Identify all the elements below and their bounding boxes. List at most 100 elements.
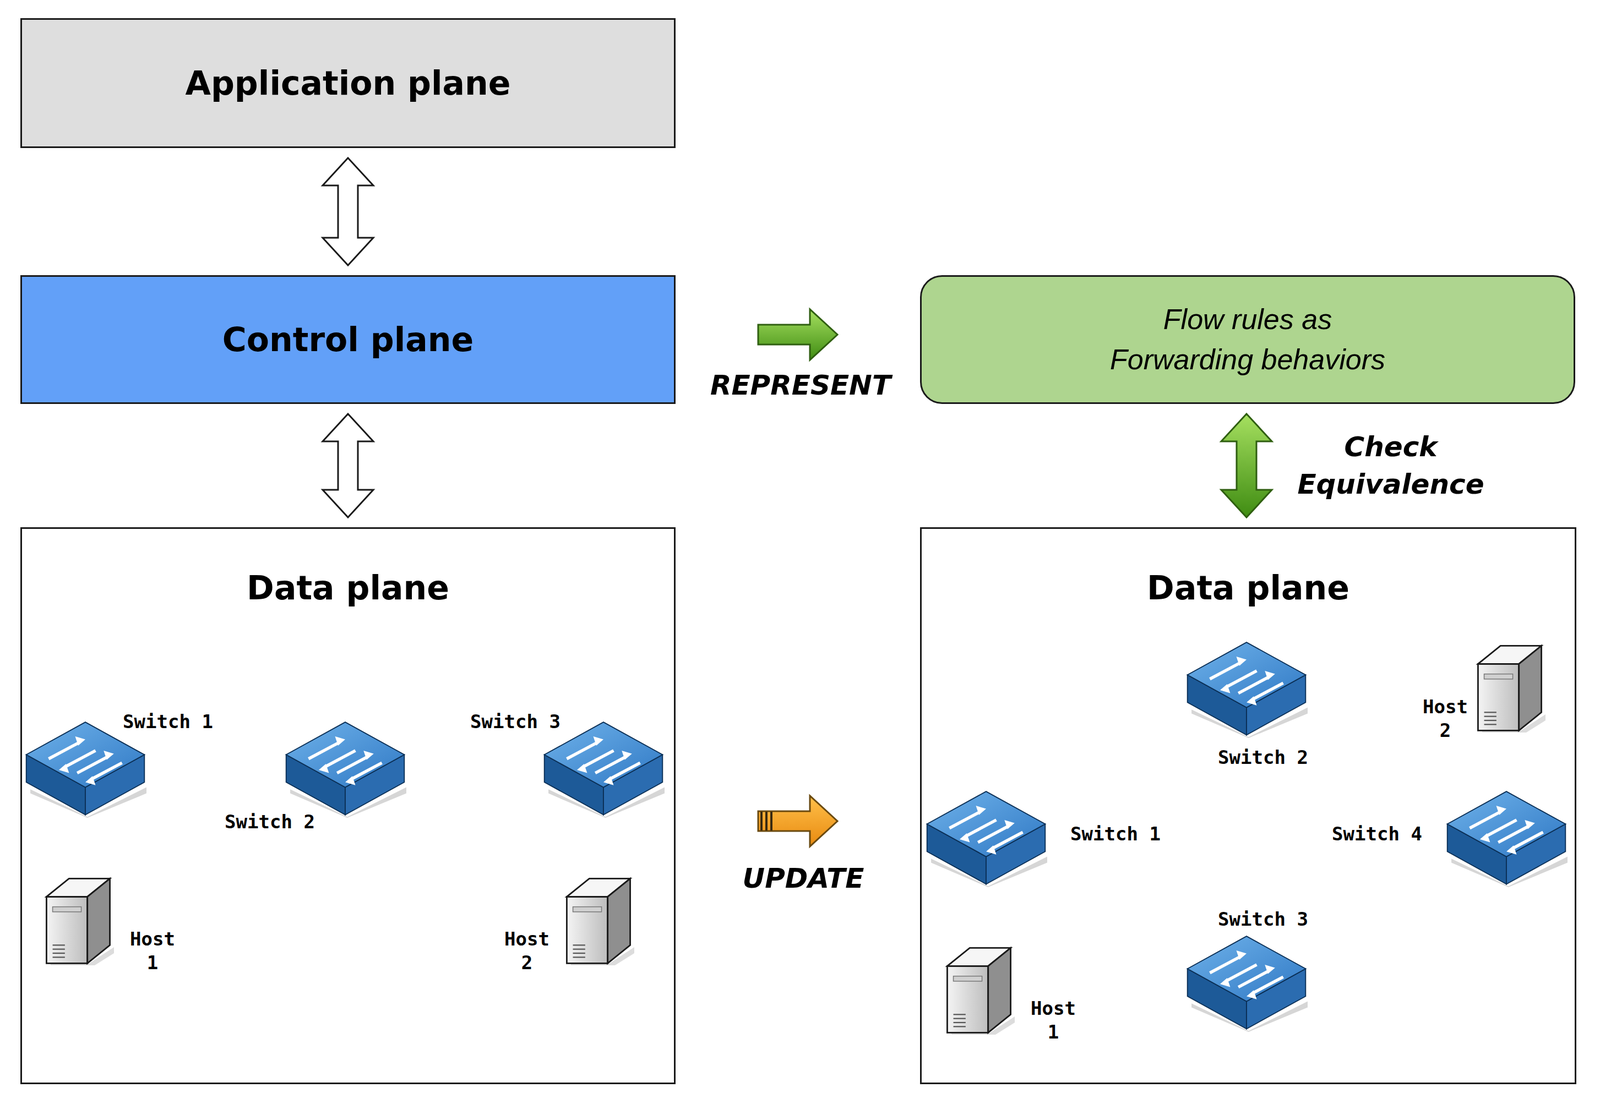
host-label: Host 1 — [127, 927, 178, 975]
host-node: Host 2 — [1473, 641, 1546, 733]
host-side — [607, 878, 631, 964]
switch-top-face — [1187, 642, 1306, 708]
switch-arrow-head — [1246, 696, 1257, 706]
switch-icon — [1185, 636, 1308, 739]
switch-arrow — [992, 832, 1023, 850]
switch-arrow — [1512, 832, 1544, 850]
switch-arrow — [1209, 662, 1241, 680]
switch-arrow-head — [1264, 670, 1276, 680]
block-arrow — [758, 309, 838, 361]
switch-arrow-head — [85, 776, 96, 786]
switch-node: Switch 4 — [1445, 785, 1568, 888]
host-slot — [953, 1026, 966, 1028]
host-icon — [562, 874, 635, 966]
switch-arrow-head — [1236, 950, 1248, 961]
switch-icon — [542, 716, 665, 819]
block-arrow-shape — [322, 158, 374, 266]
host-node: Host 2 — [562, 874, 635, 966]
host-slot — [1484, 715, 1497, 717]
switch-top-face — [1447, 791, 1566, 857]
block-arrow — [758, 796, 838, 847]
switch-arrow — [566, 742, 598, 760]
switch-arrow-head — [335, 736, 346, 747]
host-slot — [573, 944, 586, 946]
flow-rules-text: Flow rules as Forwarding behaviors — [1093, 299, 1402, 380]
plane-title: Application plane — [184, 63, 511, 103]
plane-title: Data plane — [921, 568, 1575, 608]
block-arrow-shape — [322, 414, 374, 518]
switch-arrow-head — [603, 776, 614, 786]
host-bay — [1484, 673, 1514, 679]
plane-box: Application plane — [20, 18, 676, 149]
flow-rules-box: Flow rules as Forwarding behaviors — [920, 275, 1576, 405]
block-arrow — [1221, 414, 1272, 518]
switch-arrow-head — [1264, 964, 1276, 974]
switch-node: Switch 1 — [24, 716, 147, 819]
block-arrow — [322, 414, 374, 518]
switch-arrow-head — [1246, 990, 1257, 1000]
host-slot — [953, 1021, 966, 1023]
switch-arrow-head — [1236, 656, 1248, 667]
switch-node: Switch 2 — [1185, 636, 1308, 739]
switch-node: Switch 3 — [542, 716, 665, 819]
switch-arrow-head — [58, 763, 70, 774]
switch-arrow — [595, 757, 627, 774]
host-slot — [1484, 724, 1497, 726]
host-label: Host 2 — [1419, 695, 1471, 743]
switch-arrow-head — [577, 763, 588, 774]
host-slot — [573, 948, 586, 950]
switch-arrow — [609, 763, 641, 780]
edge-label: Check Equivalence — [1286, 428, 1496, 504]
switch-arrow — [1238, 677, 1270, 694]
arrow-tail-stripe — [770, 812, 773, 831]
host-slot — [573, 956, 586, 959]
host-node: Host 1 — [42, 874, 114, 966]
host-side — [1519, 645, 1542, 731]
edge-label: UPDATE — [742, 860, 865, 899]
switch-top-face — [286, 722, 405, 788]
host-icon — [943, 944, 1015, 1036]
switch-label: Switch 1 — [1070, 822, 1161, 847]
switch-arrow-head — [986, 845, 997, 856]
switch-icon — [1445, 785, 1568, 888]
host-slot — [52, 956, 65, 959]
switch-node: Switch 2 — [284, 716, 407, 819]
switch-node: Switch 3 — [1185, 930, 1308, 1033]
arrow-tail-stripe — [765, 812, 768, 831]
host-slot — [953, 1018, 966, 1020]
host-front — [566, 896, 608, 964]
host-front — [1477, 664, 1519, 731]
switch-label: Switch 2 — [1217, 746, 1309, 770]
switch-arrow-head — [1479, 833, 1491, 843]
switch-arrow-head — [75, 736, 86, 747]
edge-label: REPRESENT — [710, 367, 891, 405]
block-arrow — [322, 158, 374, 266]
host-front — [947, 966, 988, 1033]
switch-arrow — [91, 763, 123, 780]
host-label: Host 2 — [501, 927, 553, 975]
switch-arrow-head — [1496, 806, 1507, 816]
switch-label: Switch 2 — [224, 810, 315, 835]
host-slot — [52, 948, 65, 950]
switch-arrow — [1498, 826, 1529, 843]
host-slot — [1484, 719, 1497, 721]
data-plane-box: Data planeSwitch 1 Switch 2 Switch 3 Switch… — [920, 527, 1577, 1085]
block-arrow-shape — [1221, 414, 1272, 518]
host-slot — [1484, 711, 1497, 714]
switch-top-face — [927, 791, 1046, 857]
host-icon — [42, 874, 114, 966]
switch-arrow — [949, 812, 981, 829]
switch-arrow-head — [1004, 819, 1015, 830]
switch-arrow — [48, 742, 79, 760]
switch-arrow — [77, 757, 108, 774]
switch-arrow-head — [959, 833, 971, 843]
switch-arrow-head — [363, 750, 374, 760]
switch-icon — [284, 716, 407, 819]
host-slot — [573, 952, 586, 954]
switch-icon — [1185, 930, 1308, 1033]
switch-arrow — [336, 757, 368, 774]
switch-arrow-head — [621, 750, 633, 760]
switch-label: Switch 4 — [1331, 822, 1423, 847]
host-bay — [953, 976, 983, 982]
switch-arrow-head — [593, 736, 604, 747]
